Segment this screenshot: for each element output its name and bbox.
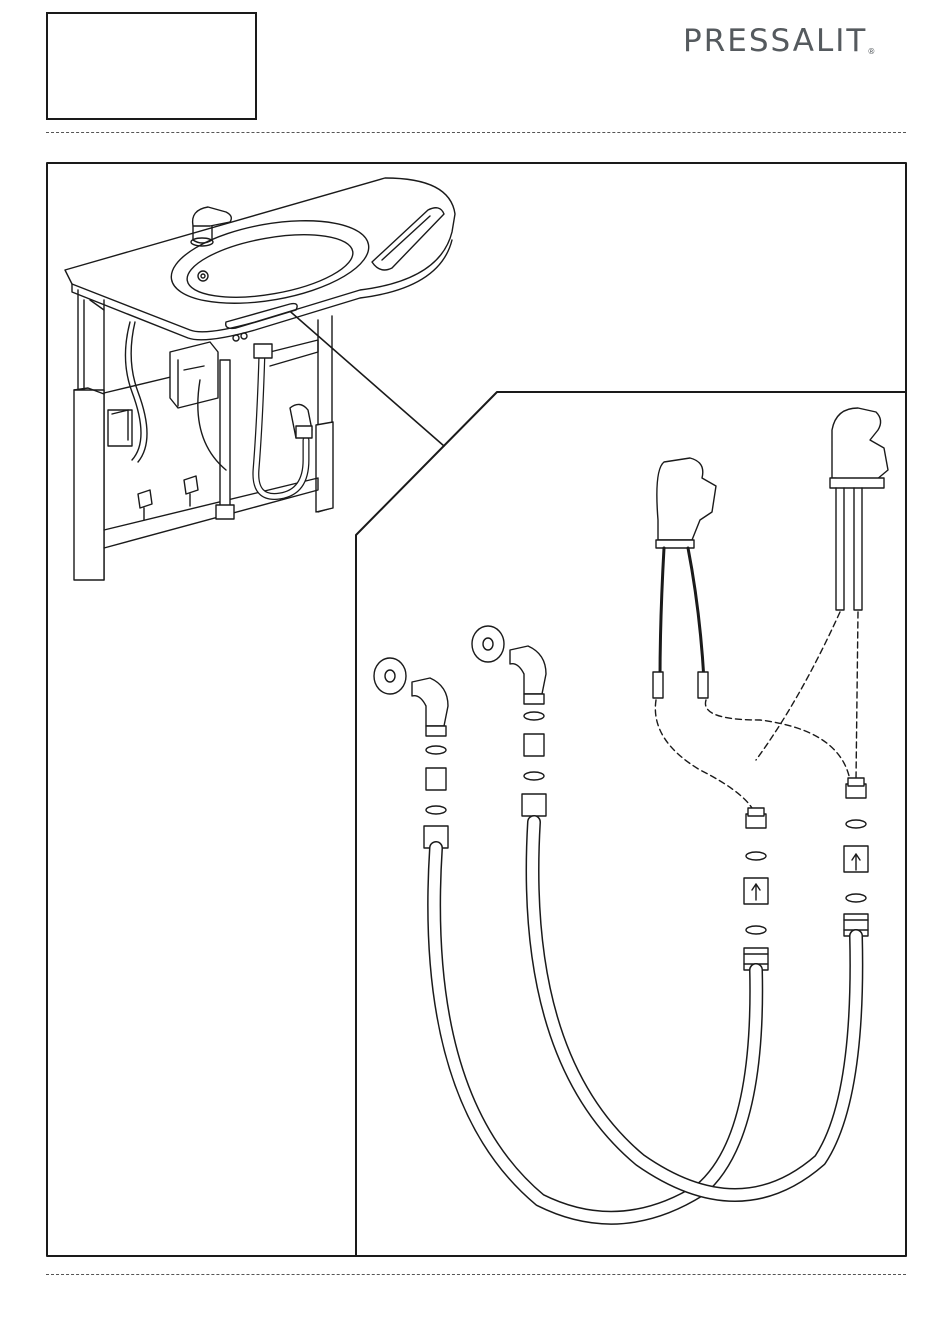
tap-detail (374, 408, 888, 1218)
washbasin-overview (65, 178, 455, 580)
drawing-frame (47, 163, 906, 1256)
detail-inset-border (356, 392, 906, 1256)
